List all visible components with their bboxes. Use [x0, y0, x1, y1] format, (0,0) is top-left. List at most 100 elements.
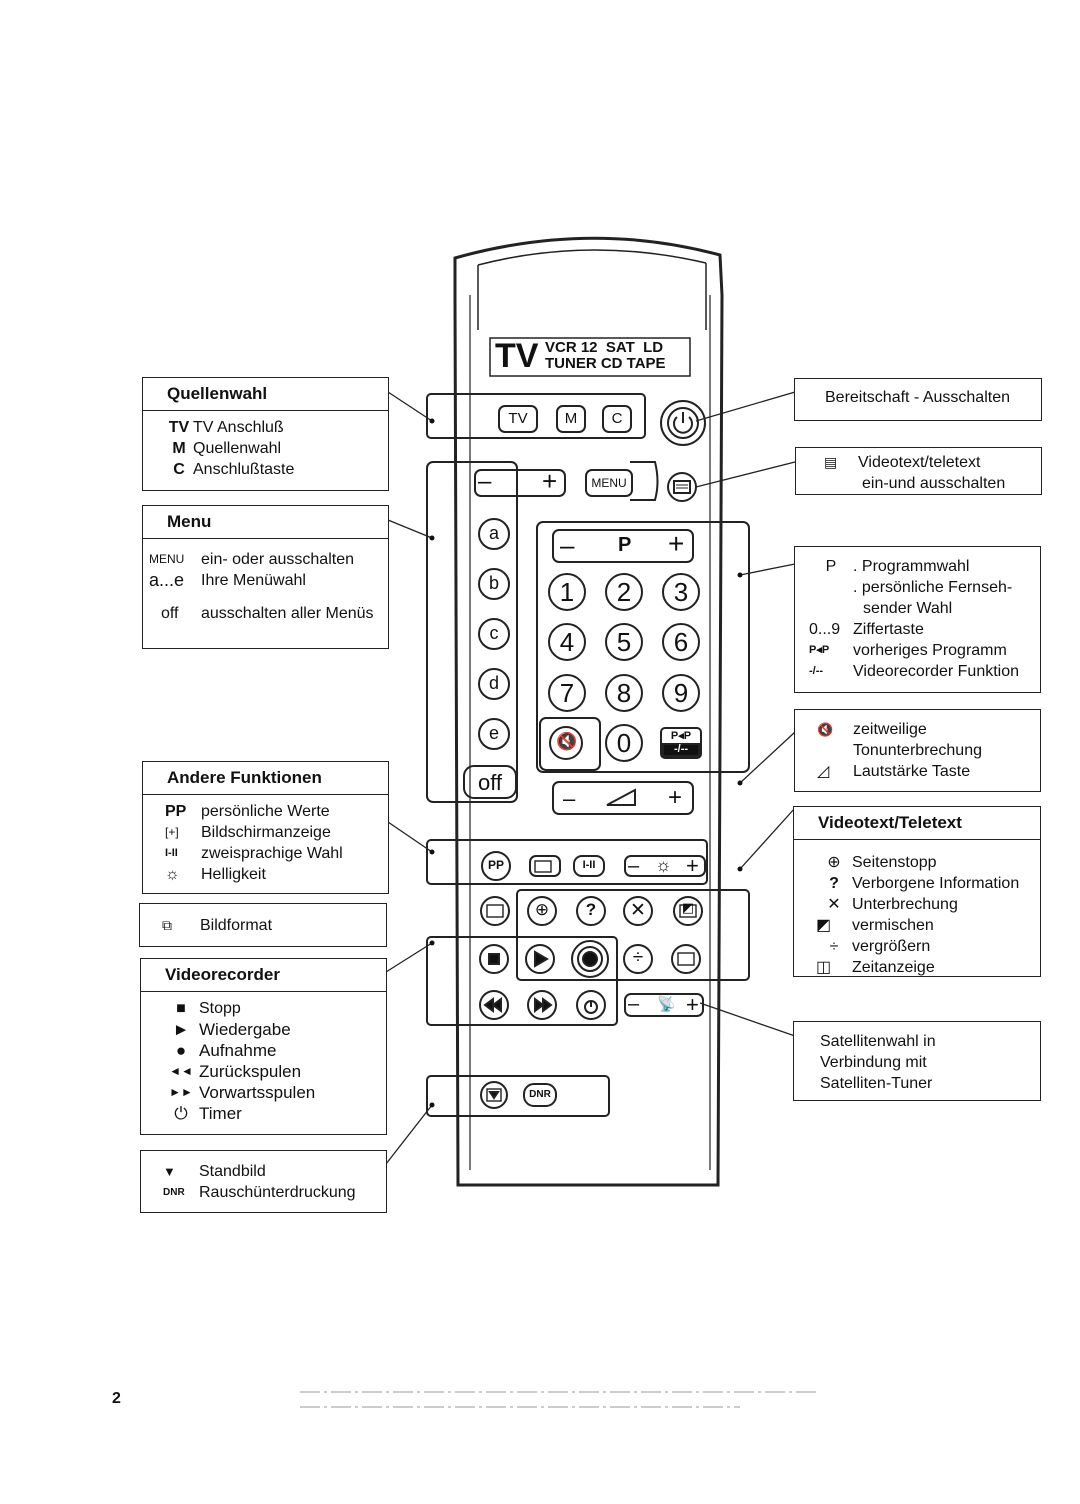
program-label: P	[618, 534, 632, 556]
tv-button[interactable]: TV	[508, 410, 528, 427]
page-hold-icon[interactable]: ⊕	[534, 900, 550, 919]
m-button[interactable]: M	[564, 410, 578, 427]
numeric-panel	[536, 521, 750, 773]
display-big: TV	[495, 337, 539, 375]
mode-display	[489, 337, 691, 377]
menu-letter-a[interactable]: a	[488, 523, 499, 543]
digit-1[interactable]: 1	[559, 577, 575, 607]
digit-3[interactable]: 3	[673, 577, 689, 607]
off-button-shape	[463, 765, 517, 799]
callout-bereitschaft: Bereitschaft - Ausschalten	[794, 378, 1042, 421]
bilingual-button[interactable]: I-II	[582, 859, 596, 871]
callout-ton: 🔇zeitweilige Tonunterbrechung ◿Lautstärk…	[794, 709, 1041, 792]
list-item: ⊕Seitenstopp	[827, 854, 937, 871]
display-line1: VCR 12 SAT LD	[545, 339, 664, 356]
callout-satellit: Satellitenwahl in Verbindung mit Satelli…	[793, 1021, 1041, 1101]
list-item: ☼Helligkeit	[165, 866, 266, 883]
digit-2[interactable]: 2	[616, 577, 632, 607]
list-item: -/--Videorecorder Funktion	[809, 663, 1020, 680]
mute-icon: 🔇	[556, 732, 578, 751]
volume-plus-button[interactable]: +	[542, 466, 558, 496]
digit-0[interactable]: 0	[616, 728, 632, 758]
callout-title: Quellenwahl	[143, 378, 388, 411]
c-button[interactable]: C	[611, 410, 623, 427]
power-button	[660, 400, 706, 446]
digit-9[interactable]: 9	[673, 678, 689, 708]
list-item: ?Verborgene Information	[829, 875, 1020, 892]
digit-5[interactable]: 5	[616, 627, 632, 657]
callout-programm: P. Programmwahl . persönliche Fernseh- s…	[794, 546, 1041, 693]
off-button[interactable]: off	[477, 770, 503, 795]
teletext-icon: ▤	[824, 454, 838, 470]
still-panel	[426, 1075, 610, 1117]
list-item: ►►Vorwartsspulen	[169, 1083, 316, 1102]
digit-8[interactable]: 8	[616, 678, 632, 708]
list-item: ◿Lautstärke Taste	[817, 763, 971, 780]
list-item: ◩vermischen	[816, 917, 934, 934]
callout-title: Menu	[143, 506, 388, 539]
reveal-icon[interactable]: ?	[585, 900, 597, 919]
dnr-button[interactable]: DNR	[529, 1089, 551, 1100]
remote-body-outline	[453, 236, 724, 1187]
list-item: ■Stopp	[176, 1000, 241, 1017]
digit-4[interactable]: 4	[559, 627, 575, 657]
list-item: ⏻Timer	[174, 1104, 242, 1123]
list-item: ◫Zeitanzeige	[816, 959, 935, 976]
callout-bildformat: ⧉ Bildformat	[139, 903, 387, 947]
brightness-plus[interactable]: +	[686, 853, 699, 878]
program-plus-button[interactable]: +	[668, 528, 685, 559]
digit-7[interactable]: 7	[559, 678, 575, 708]
satellite-minus[interactable]: –	[628, 993, 640, 1015]
satellite-plus[interactable]: +	[686, 992, 699, 1017]
volume-minus-button[interactable]: –	[478, 468, 492, 495]
brightness-minus[interactable]: –	[628, 855, 640, 877]
teletext-button	[667, 472, 697, 502]
menu-letter-e[interactable]: e	[488, 723, 499, 743]
menu-letter-c[interactable]: c	[489, 623, 499, 643]
enlarge-icon[interactable]: ÷	[632, 947, 644, 968]
list-item: sender Wahl	[863, 600, 953, 617]
pp-button[interactable]: PP	[487, 858, 504, 872]
menu-letter-d[interactable]: d	[488, 673, 499, 693]
callout-videotext: Videotext/Teletext ⊕Seitenstopp ?Verborg…	[793, 806, 1041, 977]
list-item: ▼Standbild	[163, 1163, 266, 1180]
source-panel	[426, 393, 646, 439]
mix-icon[interactable]: ◩	[681, 900, 695, 915]
digit-6[interactable]: 6	[673, 627, 689, 657]
picture-format-icon: ⧉	[162, 917, 172, 933]
vcr-panel	[426, 936, 618, 1026]
vcr-digit-button[interactable]: -/--	[673, 743, 689, 755]
callout-title: Videotext/Teletext	[794, 807, 1040, 840]
mute-button	[549, 726, 583, 760]
bildformat-label: Bildformat	[200, 917, 273, 934]
list-item: ◄◄Zurückspulen	[169, 1062, 302, 1081]
list-item: . persönliche Fernseh-	[853, 579, 1013, 596]
menu-button[interactable]: MENU	[591, 476, 627, 490]
list-item: [+]Bildschirmanzeige	[165, 824, 331, 841]
callout-title: Andere Funktionen	[143, 762, 388, 795]
list-item: ÷vergrößern	[829, 938, 931, 955]
satellite-icon: 📡	[657, 996, 676, 1013]
volume-down-button[interactable]: –	[563, 786, 576, 811]
list-item: Tonunterbrechung	[853, 742, 982, 759]
program-minus-button[interactable]: –	[560, 530, 575, 560]
cancel-icon[interactable]: ✕	[630, 900, 646, 921]
previous-program-button[interactable]: P◂P	[670, 730, 692, 742]
volume-up-button[interactable]: +	[668, 784, 683, 811]
callout-title: Videorecorder	[141, 959, 386, 992]
list-item: 🔇zeitweilige	[817, 721, 927, 738]
menu-letter-b[interactable]: b	[488, 573, 499, 593]
list-item: P. Programmwahl	[825, 558, 970, 575]
